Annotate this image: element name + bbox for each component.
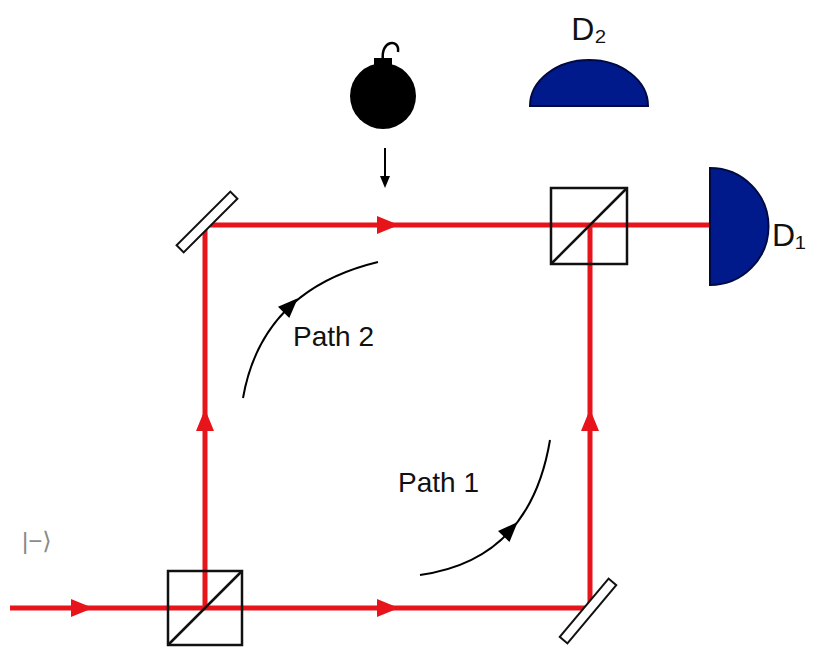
beam-splitter: [168, 571, 242, 645]
detector: [530, 60, 648, 106]
beam-direction-arrows: [71, 216, 599, 617]
path-arrow: [243, 262, 378, 398]
path-label: Path 1: [398, 468, 479, 499]
detector: [710, 168, 769, 285]
path-label: Path 2: [293, 322, 374, 353]
beam-splitter: [551, 188, 627, 264]
mirror: [560, 579, 617, 644]
detector-label: D₂: [571, 12, 607, 47]
state-label: |−⟩: [22, 528, 52, 554]
detector-label: D₁: [772, 218, 806, 253]
laser-beam: [10, 225, 712, 608]
bomb-arrow: [380, 148, 390, 188]
bomb: [350, 43, 416, 129]
mirror: [177, 192, 238, 253]
path-arrow: [420, 440, 550, 575]
